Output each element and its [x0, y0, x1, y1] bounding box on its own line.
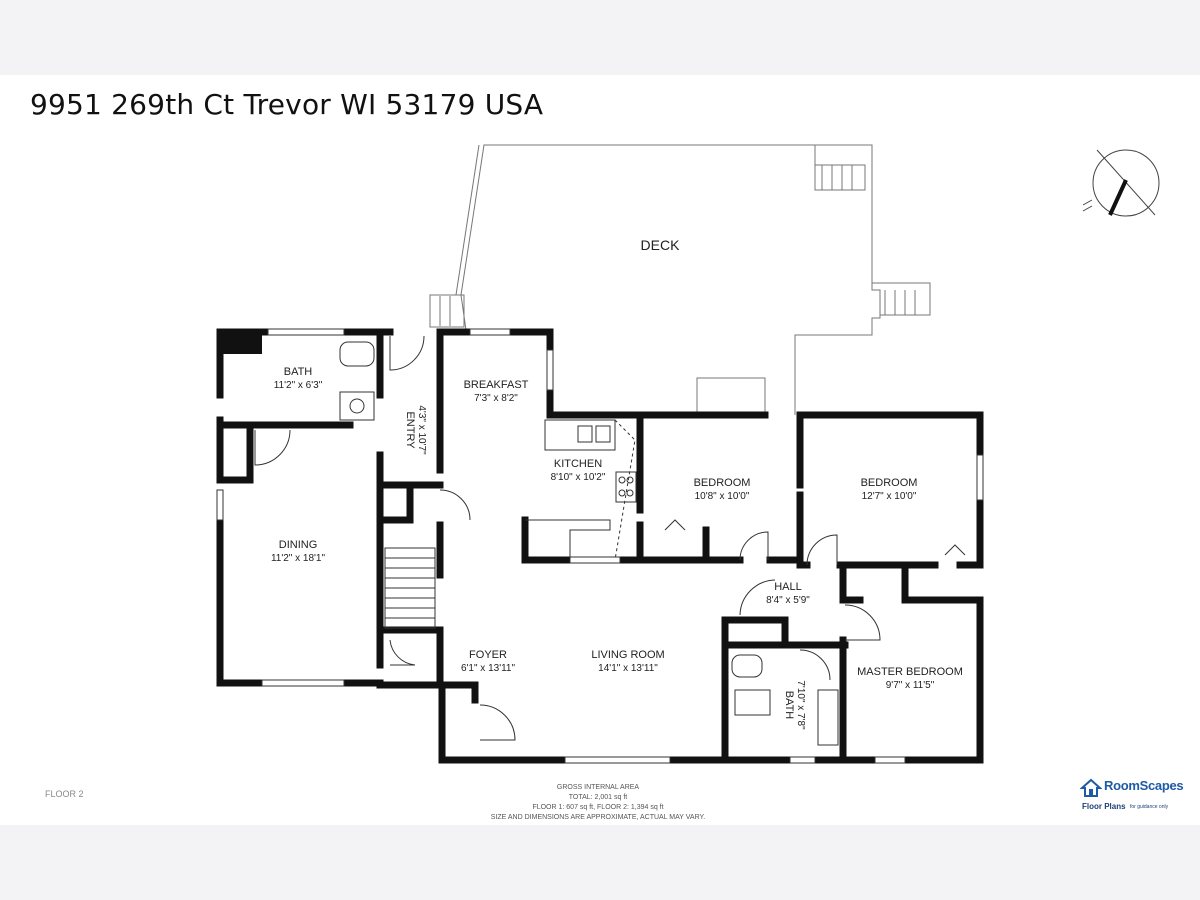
deck-outline	[429, 144, 931, 417]
hall-size: 8'4" x 5'9"	[766, 595, 810, 606]
kitchen-label: KITCHEN	[554, 458, 602, 470]
bedroom1-label: BEDROOM	[694, 477, 751, 489]
area-heading: GROSS INTERNAL AREA	[557, 784, 640, 791]
area-total: TOTAL: 2,001 sq ft	[569, 794, 628, 801]
staircase	[384, 547, 436, 629]
windows	[216, 328, 984, 764]
dining-label: DINING	[279, 539, 318, 551]
logo-tagline: for guidance only	[1130, 804, 1169, 810]
deck-label: DECK	[641, 237, 681, 253]
bath2-label: BATH	[783, 691, 795, 720]
bedroom2-size: 12'7" x 10'0"	[862, 491, 917, 502]
walls	[216, 328, 984, 764]
bedroom2-label: BEDROOM	[861, 477, 918, 489]
logo-brand: RoomScapes	[1104, 778, 1184, 793]
living-size: 14'1" x 13'11"	[598, 663, 658, 674]
dining-size: 11'2" x 18'1"	[271, 553, 326, 564]
property-address: 9951 269th Ct Trevor WI 53179 USA	[30, 88, 544, 121]
bath2-size: 7'10" x 7'8"	[795, 680, 806, 730]
roomscapes-logo: RoomScapes Floor Plans for guidance only	[1078, 776, 1190, 816]
area-disclaimer: SIZE AND DIMENSIONS ARE APPROXIMATE, ACT…	[491, 814, 706, 821]
north-compass-icon	[1082, 149, 1160, 217]
logo-sub: Floor Plans	[1082, 802, 1126, 811]
bath1-size: 11'2" x 6'3"	[274, 380, 323, 391]
bedroom1-size: 10'8" x 10'0"	[695, 491, 750, 502]
area-notes: GROSS INTERNAL AREA TOTAL: 2,001 sq ft F…	[491, 784, 706, 821]
fixtures	[254, 335, 966, 746]
house-logo-icon	[1080, 778, 1102, 797]
entry-label: ENTRY	[404, 411, 416, 449]
area-floors: FLOOR 1: 607 sq ft, FLOOR 2: 1,394 sq ft	[532, 804, 663, 811]
hall-label: HALL	[774, 581, 802, 593]
foyer-size: 6'1" x 13'11"	[461, 663, 516, 674]
master-size: 9'7" x 11'5"	[886, 680, 935, 691]
master-label: MASTER BEDROOM	[857, 666, 963, 678]
entry-size: 4'3" x 10'7"	[416, 405, 427, 455]
floor-label: FLOOR 2	[45, 789, 84, 799]
kitchen-size: 8'10" x 10'2"	[551, 472, 606, 483]
foyer-label: FOYER	[469, 649, 507, 661]
bath1-label: BATH	[284, 366, 313, 378]
breakfast-label: BREAKFAST	[464, 379, 529, 391]
breakfast-size: 7'3" x 8'2"	[474, 393, 518, 404]
living-label: LIVING ROOM	[591, 649, 664, 661]
room-labels: DECK BATH 11'2" x 6'3" ENTRY 4'3" x 10'7…	[271, 237, 963, 730]
